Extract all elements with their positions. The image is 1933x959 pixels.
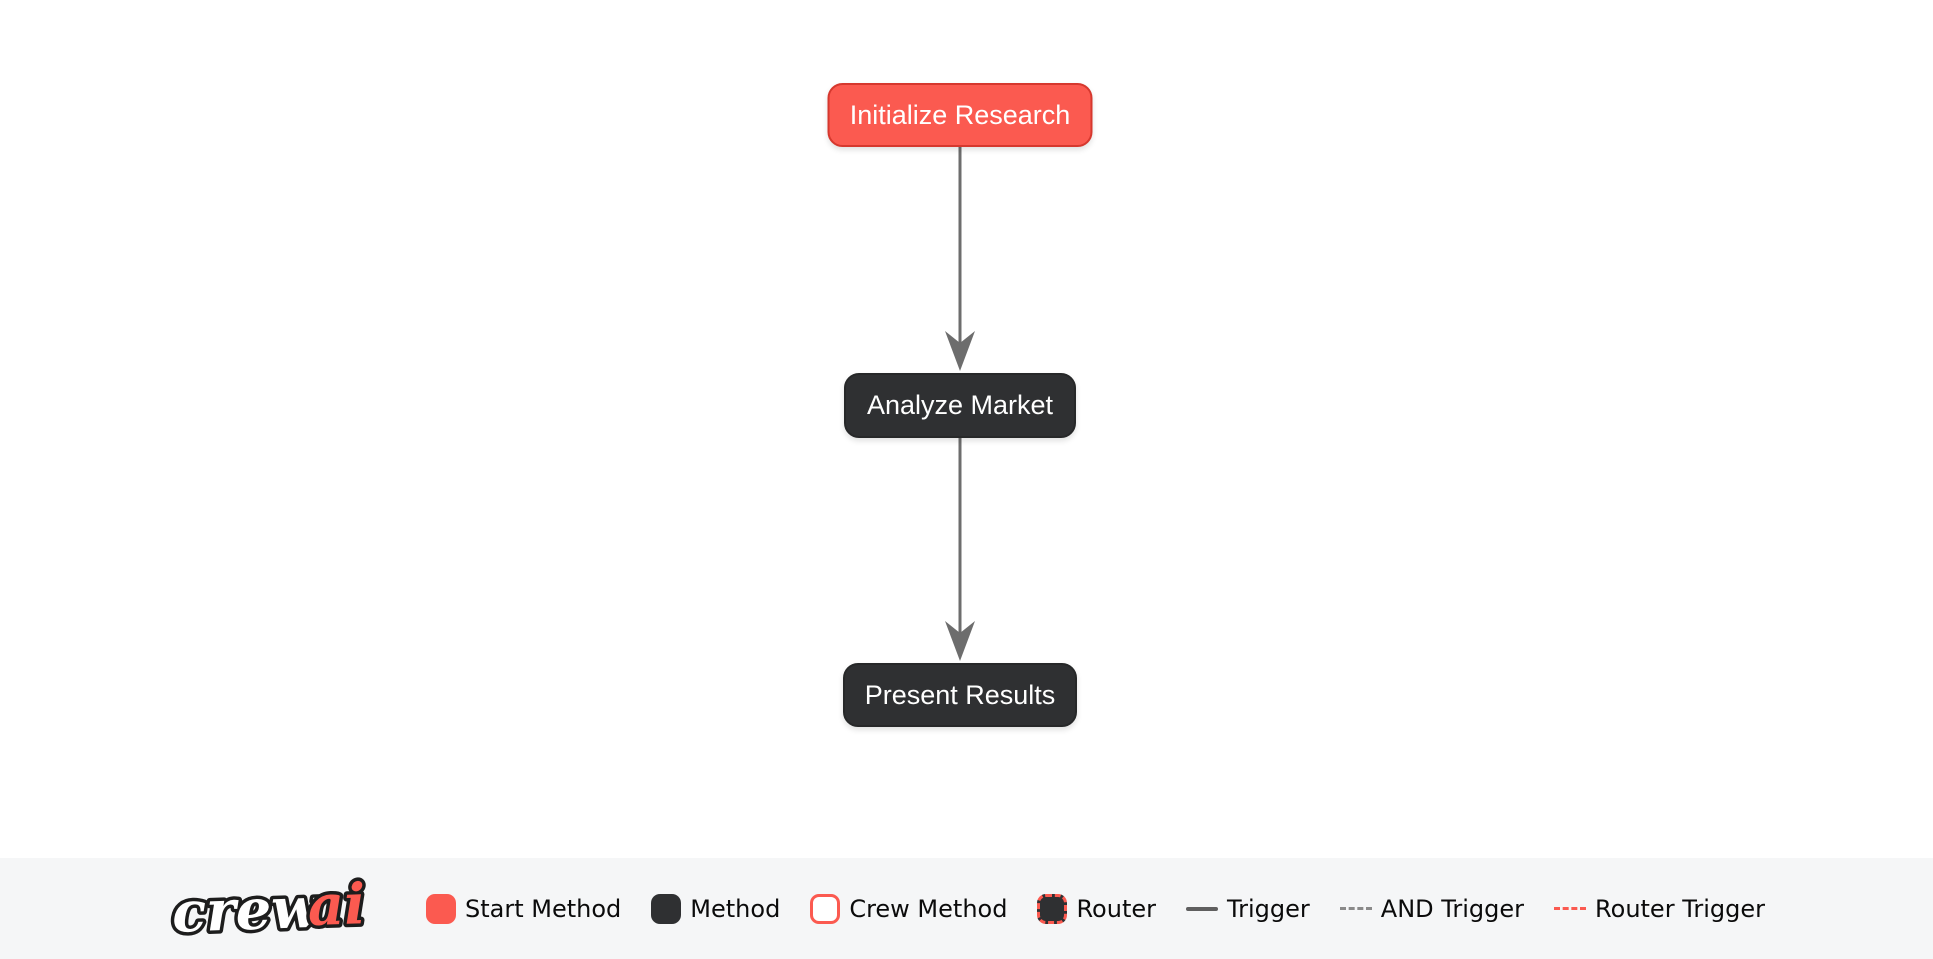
node-label: Present Results: [864, 679, 1056, 710]
legend-item-trigger: Trigger: [1186, 895, 1310, 923]
method-swatch-icon: [651, 893, 682, 924]
node-label: Analyze Market: [866, 390, 1054, 420]
flow-canvas[interactable]: Initialize Research Analyze Market Prese…: [0, 0, 1933, 858]
legend-label: Router Trigger: [1595, 894, 1765, 923]
legend-item-router-trigger: Router Trigger: [1554, 895, 1765, 923]
logo-word-crew: crew: [171, 874, 322, 945]
legend-item-crew-method: Crew Method: [810, 893, 1008, 924]
flow-node-initialize-research[interactable]: Initialize Research: [827, 83, 1093, 147]
and-trigger-line-icon: [1339, 907, 1372, 910]
node-label: Initialize Research: [849, 99, 1071, 130]
legend-label: Trigger: [1227, 894, 1310, 923]
trigger-line-icon: [1186, 906, 1218, 911]
legend-bar: crew ai crew ai Start Method Method Crew…: [0, 858, 1933, 959]
crewai-logo: crew ai crew ai: [168, 870, 375, 948]
edge-trigger-1: [945, 147, 975, 371]
router-trigger-line-icon: [1554, 907, 1587, 910]
arrowhead-down-icon: [945, 331, 975, 371]
start-method-swatch-icon: [426, 893, 457, 924]
edge-trigger-2: [945, 438, 975, 661]
router-swatch-icon: [1037, 893, 1068, 924]
legend-label: Router: [1076, 894, 1156, 923]
legend-item-method: Method: [651, 893, 781, 924]
crew-method-swatch-icon: [810, 893, 841, 924]
svg-text:crew: crew: [171, 874, 322, 945]
arrowhead-down-icon: [945, 621, 975, 661]
legend-label: Crew Method: [849, 894, 1008, 923]
legend-label: AND Trigger: [1380, 894, 1525, 923]
legend-label: Method: [690, 894, 781, 923]
svg-text:ai: ai: [307, 871, 367, 939]
legend-item-start-method: Start Method: [426, 893, 622, 924]
logo-word-ai: ai: [307, 871, 367, 939]
legend-label: Start Method: [465, 894, 622, 923]
legend-item-router: Router: [1037, 893, 1156, 924]
legend-item-and-trigger: AND Trigger: [1339, 894, 1525, 923]
flow-node-analyze-market[interactable]: Analyze Market: [844, 373, 1076, 438]
flow-node-present-results[interactable]: Present Results: [843, 663, 1077, 727]
